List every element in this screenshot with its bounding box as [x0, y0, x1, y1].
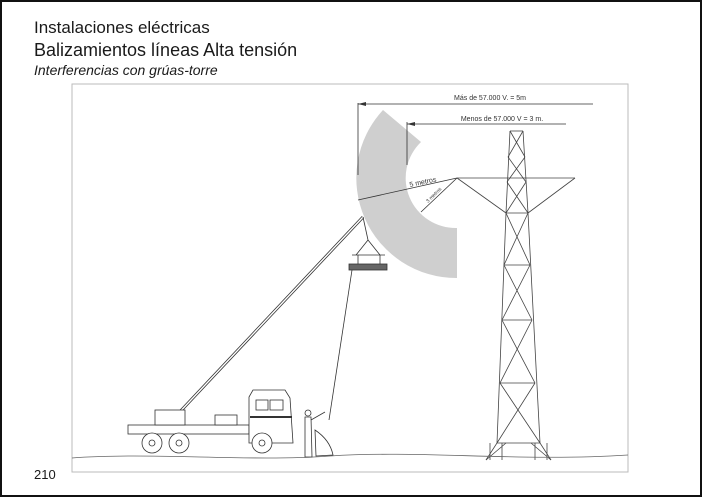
- power-tower: [456, 130, 576, 461]
- label-less-57000: Menos de 57.000 V = 3 m.: [461, 116, 543, 123]
- page-subtitle: Interferencias con grúas-torre: [34, 62, 218, 78]
- safety-zone: [356, 110, 457, 279]
- label-more-57000: Más de 57.000 V. = 5m: [454, 95, 526, 102]
- label-5-metros: 5 metros: [409, 176, 438, 189]
- figure-frame: [71, 83, 629, 473]
- label-3-metros: 3 metros: [425, 186, 443, 204]
- page-number: 210: [34, 467, 56, 482]
- crane-load: [328, 216, 388, 421]
- arrow-icon: [358, 102, 415, 126]
- page-title: Balizamientos líneas Alta tensión: [34, 40, 298, 60]
- worker-figure: [304, 409, 334, 458]
- dimension-lines: [357, 103, 593, 213]
- crane-truck: [127, 215, 365, 454]
- ground-line: [71, 453, 629, 459]
- section-heading: Instalaciones eléctricas: [34, 18, 210, 37]
